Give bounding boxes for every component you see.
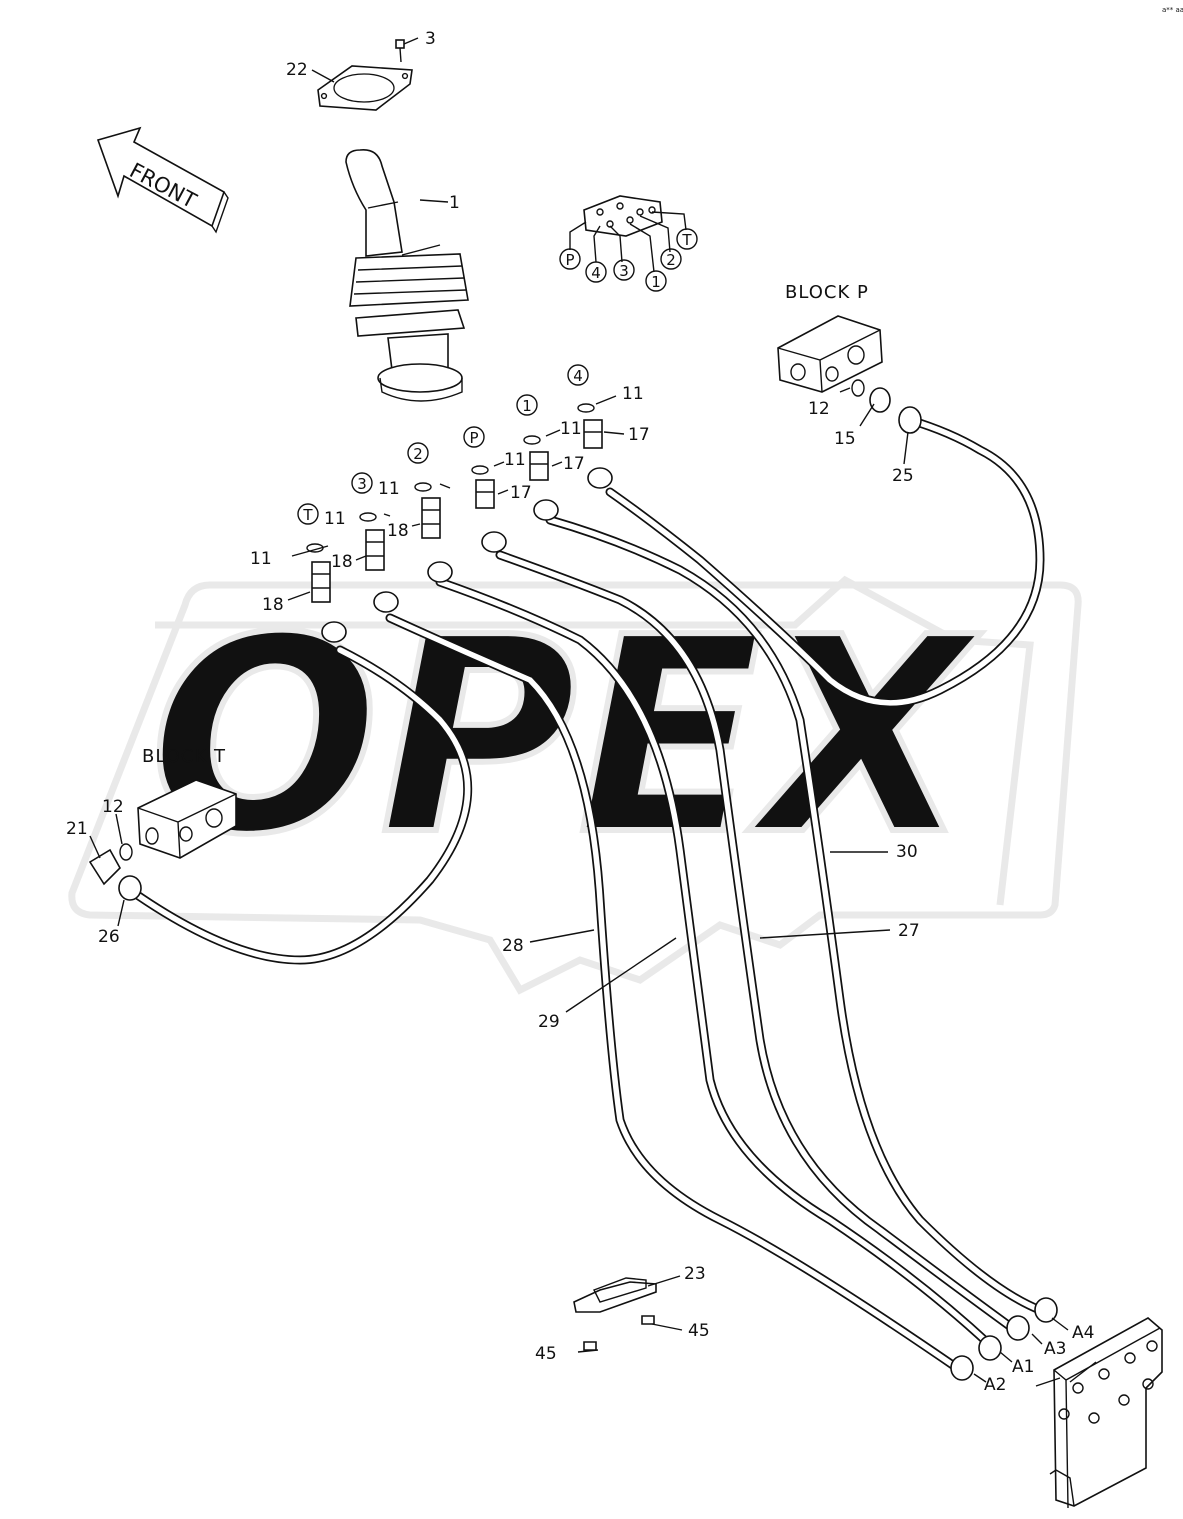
callout-21: 21 [66, 819, 88, 839]
port-pattern-labels: P 4 3 1 2 T [559, 228, 698, 292]
front-arrow-icon [96, 126, 229, 234]
port-A4: A4 [1072, 1323, 1094, 1343]
hose-port-P: P [469, 429, 478, 447]
callout-22: 22 [286, 60, 308, 80]
leader-lines [89, 37, 1097, 1387]
port-label-T: T [681, 231, 692, 249]
port-A3: A3 [1044, 1339, 1066, 1359]
callout-11-c: 11 [504, 450, 526, 470]
port-A1: A1 [1012, 1357, 1034, 1377]
callout-45-b: 45 [688, 1321, 710, 1341]
callout-3: 3 [425, 29, 436, 49]
callout-11-f: 11 [250, 549, 272, 569]
hose-port-circles: 4 1 P 2 3 T [297, 364, 589, 525]
callout-11-a: 11 [622, 384, 644, 404]
block-t-icon [137, 779, 237, 859]
port-label-3: 3 [619, 262, 629, 280]
bracket-icon [573, 1277, 657, 1313]
hoses [125, 415, 1045, 1375]
block-p-label: BLOCK P [785, 282, 869, 303]
port-pattern-icon [569, 195, 687, 273]
callout-18-b: 18 [331, 552, 353, 572]
callout-29: 29 [538, 1012, 560, 1032]
stamp-mark: a** aaa [1162, 6, 1183, 14]
callout-12-p: 12 [808, 399, 830, 419]
callout-27: 27 [898, 921, 920, 941]
port-A2: A2 [984, 1375, 1006, 1395]
valve-bracket-icon [1049, 1317, 1163, 1509]
callout-25: 25 [892, 466, 914, 486]
block-t-label: BLOCK T [142, 746, 226, 767]
callout-12-t: 12 [102, 797, 124, 817]
callout-11-d: 11 [378, 479, 400, 499]
joystick-lever-icon [345, 149, 469, 402]
callout-45-a: 45 [535, 1344, 557, 1364]
callout-11-e: 11 [324, 509, 346, 529]
port-labels: A4 A3 A1 A2 [984, 1323, 1094, 1395]
callout-17-a: 17 [628, 425, 650, 445]
callout-1: 1 [449, 193, 460, 213]
port-label-2: 2 [666, 251, 676, 269]
callout-26: 26 [98, 927, 120, 947]
callout-15: 15 [834, 429, 856, 449]
port-label-P: P [565, 251, 574, 269]
fittings [88, 379, 1058, 1381]
callout-17-b: 17 [563, 454, 585, 474]
callout-23: 23 [684, 1264, 706, 1284]
hose-port-1: 1 [522, 397, 532, 415]
hose-port-T: T [302, 506, 313, 524]
gasket-icon [317, 65, 413, 111]
callout-11-b: 11 [560, 419, 582, 439]
callout-18-c: 18 [262, 595, 284, 615]
callout-28: 28 [502, 936, 524, 956]
block-p-icon [777, 315, 883, 393]
callout-labels: 1 3 22 11 11 11 11 11 11 17 17 17 18 18 … [66, 29, 920, 1364]
hose-port-4: 4 [573, 367, 583, 385]
hose-port-3: 3 [357, 475, 367, 493]
hose-port-2: 2 [413, 445, 423, 463]
callout-17-c: 17 [510, 483, 532, 503]
callout-18-a: 18 [387, 521, 409, 541]
bolt-icon [395, 39, 405, 63]
port-label-4: 4 [591, 264, 601, 282]
port-label-1: 1 [651, 273, 661, 291]
callout-30: 30 [896, 842, 918, 862]
screw-icon [583, 1315, 655, 1351]
